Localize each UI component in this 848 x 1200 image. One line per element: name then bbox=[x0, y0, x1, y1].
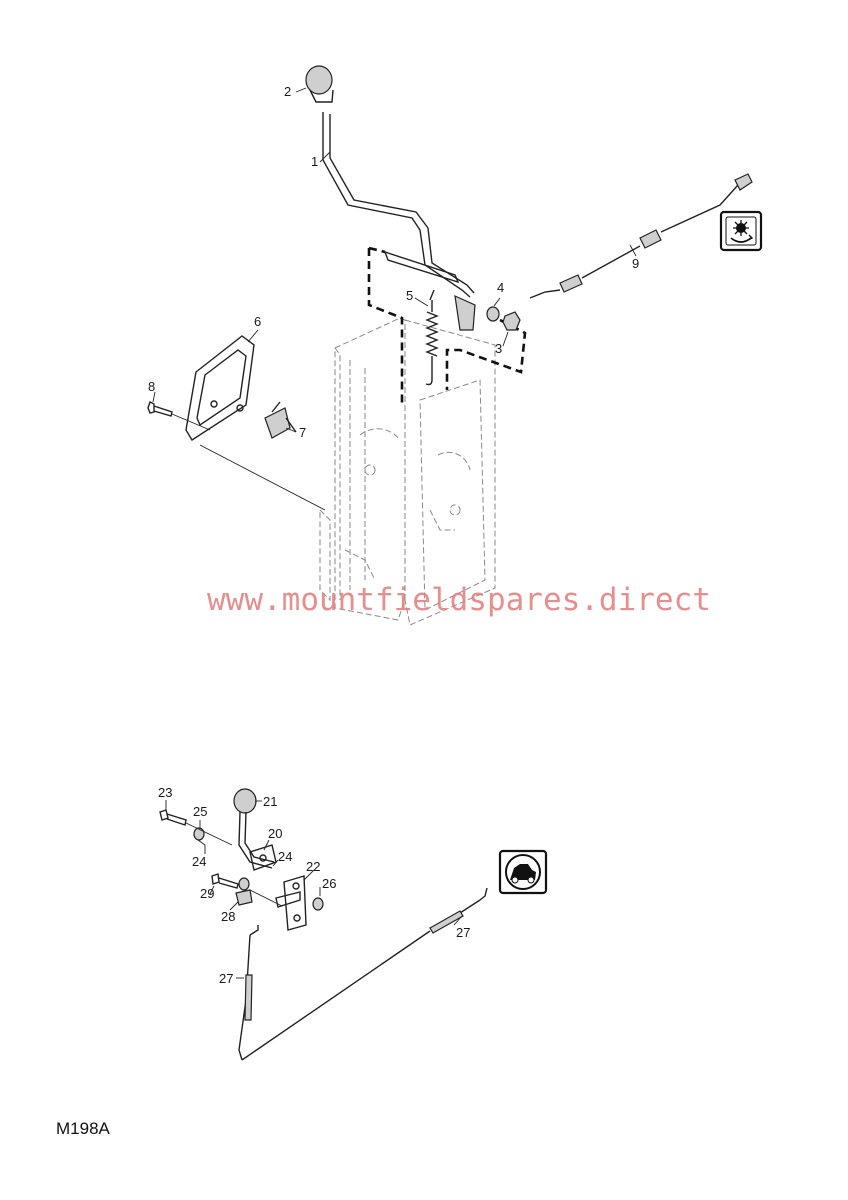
lower-assembly: 21 20 22 23 24 24 25 26 27 27 28 29 bbox=[158, 785, 548, 1061]
callout-26: 26 bbox=[322, 876, 336, 891]
callout-5: 5 bbox=[406, 288, 413, 303]
callout-2: 2 bbox=[284, 84, 291, 99]
callout-27-left: 27 bbox=[219, 971, 233, 986]
callout-7: 7 bbox=[299, 425, 306, 440]
callout-6: 6 bbox=[254, 314, 261, 329]
drive-cable bbox=[238, 887, 488, 1061]
tension-spring bbox=[425, 289, 439, 386]
bolt-alignment-line bbox=[171, 413, 326, 511]
watermark-text: www.mountfieldspares.direct bbox=[207, 582, 711, 618]
bolt bbox=[147, 401, 173, 417]
lower-fasteners bbox=[159, 809, 324, 911]
upper-assembly: 1 2 3 4 5 6 7 8 9 bbox=[147, 65, 763, 626]
callout-29: 29 bbox=[200, 886, 214, 901]
lever-knob bbox=[305, 65, 334, 103]
micro-switch bbox=[264, 401, 297, 439]
callout-23: 23 bbox=[158, 785, 172, 800]
guide-line-left bbox=[367, 246, 404, 405]
callout-3: 3 bbox=[495, 341, 502, 356]
callout-24-left: 24 bbox=[192, 854, 206, 869]
control-cable bbox=[529, 173, 753, 299]
diagram-id: M198A bbox=[56, 1119, 111, 1138]
gear-lever bbox=[322, 112, 476, 331]
callout-4: 4 bbox=[497, 280, 504, 295]
chassis-ghost bbox=[319, 317, 496, 626]
callout-22: 22 bbox=[306, 859, 320, 874]
callout-9: 9 bbox=[632, 256, 639, 271]
mounting-panel bbox=[185, 335, 255, 441]
callout-1: 1 bbox=[311, 154, 318, 169]
callout-20: 20 bbox=[268, 826, 282, 841]
callout-27-right: 27 bbox=[456, 925, 470, 940]
callout-28: 28 bbox=[221, 909, 235, 924]
callout-8: 8 bbox=[148, 379, 155, 394]
callout-24-right: 24 bbox=[278, 849, 292, 864]
drive-speed-icon bbox=[498, 849, 548, 895]
callout-21: 21 bbox=[263, 794, 277, 809]
cutting-blade-engage-icon bbox=[719, 210, 763, 252]
lower-callout-leaders bbox=[165, 800, 463, 979]
upper-callout-leaders bbox=[152, 87, 637, 433]
mounting-bracket bbox=[275, 875, 307, 931]
callout-25: 25 bbox=[193, 804, 207, 819]
washer-and-nut bbox=[486, 306, 521, 331]
